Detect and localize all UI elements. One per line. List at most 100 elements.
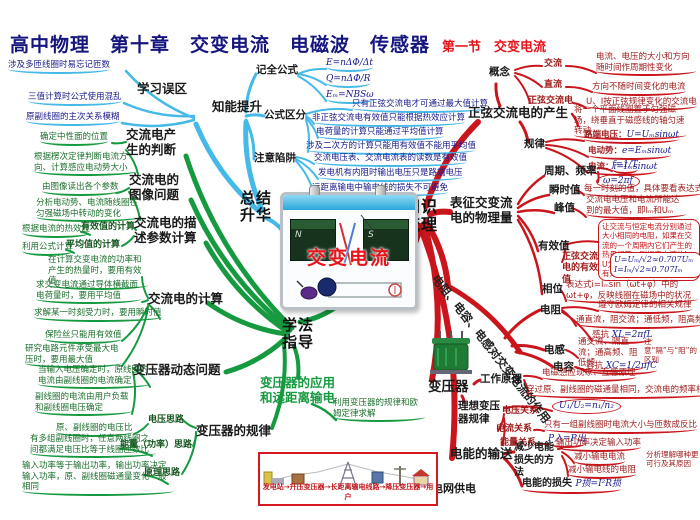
branch-curve (561, 455, 569, 477)
magnet-face (364, 220, 408, 229)
branch-curve (295, 158, 319, 180)
concept-value: 电流、电压的大小和方向随时间作周期性变化 (596, 52, 696, 77)
transmission-illustration (263, 461, 430, 487)
quantity-key: 有效值 (538, 240, 570, 252)
branch-curve (181, 435, 197, 475)
desc-key: 平均值的计算 (66, 240, 121, 250)
concept-key: 正弦交流电 (528, 96, 574, 106)
branch-curve (244, 113, 266, 118)
transformer-key: 工作原理 (480, 373, 522, 385)
branch-curve (561, 451, 575, 464)
branch-curve (565, 349, 579, 359)
rule-key: 电压思路 (148, 415, 185, 425)
label-desc: 交流电的描述参数计算 (134, 215, 197, 245)
branch-curve (545, 138, 585, 143)
branch-curve (516, 174, 546, 206)
label-distinguish: 公式区分 (264, 109, 306, 121)
transmission-note: 分析理解哪种更可行及其原因 (646, 450, 699, 468)
dynamic-item: 当输入电压确定时，原线圈的电流由副线圈的电流确定 (38, 365, 150, 390)
trap-item: 交流电压表、交流电流表的读数是有效值 (314, 153, 468, 167)
branch-curve (502, 456, 524, 488)
branch-curve (472, 378, 482, 386)
concept-key: 交流 (544, 59, 563, 69)
distinguish-item: 电荷量的计算只能通过平均值计算 (316, 127, 444, 141)
branch-curve (297, 67, 327, 75)
law-formula: U=Uₘsinωt (626, 130, 679, 140)
transmission-key: 减少电能损失的方法 (514, 442, 554, 478)
desc-key: 有效值的计算 (81, 222, 136, 232)
formula-item: E=nΔΦ/Δt (326, 58, 373, 73)
branch-curve (124, 69, 196, 120)
desc-value: 根据电流的热效应 (22, 224, 91, 238)
concept-key: 直流 (544, 80, 563, 90)
branch-curve (305, 107, 353, 115)
error-item: 涉及多匝线圈时易忘记匝数 (8, 60, 111, 74)
ideal-key: 电压关系 (502, 406, 539, 416)
rule-value: 输入功率等于输出功率，输出功率决定输入功率，原、副线圈磁通量变化一般相同 (22, 461, 174, 496)
branch-curve (203, 240, 291, 335)
rlc-item: 通直流，阻交流；通低频，阻高频 (576, 315, 700, 329)
branch-curve (545, 147, 589, 174)
branch-curve (183, 153, 295, 331)
distinguish-item: 非正弦交流电有效值只能根据热效应计算 (312, 113, 466, 127)
quantity-key: 周期、频率 (544, 165, 597, 177)
branch-curve (561, 306, 599, 312)
branch-curve (516, 214, 540, 253)
magnet-face (291, 220, 335, 229)
judge-item: 根据楞次定律判断电流方向、计算感应电动势大小 (34, 152, 138, 177)
error-item: 原副线圈的主次关系模糊 (26, 112, 120, 126)
branch-curve (533, 428, 545, 432)
magnet-s-label: S (368, 230, 374, 240)
rlc-note: 注意“隔”与“阻”的区别 (644, 337, 698, 364)
rms-formula-box: U=Uₘ/√2≈0.707Uₘ I=Iₘ/√2≈0.707Iₘ (610, 252, 700, 278)
label-transformer: 变压器 (428, 379, 469, 395)
branch-curve (423, 219, 451, 289)
branch-curve (561, 248, 567, 263)
ideal-key: 电流关系 (496, 424, 533, 434)
branch-curve (122, 101, 196, 118)
trap-item: 发电机有内阻时输出电压只是路端电压 (318, 168, 463, 182)
quantity-key: 相位 (542, 283, 563, 295)
label-errors: 学习误区 (137, 81, 188, 96)
transformer-icon (430, 331, 472, 374)
graph-item: 分析电动势、电流随线圈在匀强磁场中转动的变化 (36, 198, 140, 223)
rule-key: 能量（功率）思路 (120, 440, 193, 450)
branch-curve (545, 144, 589, 158)
branch-curve (445, 283, 523, 355)
branch-curve (133, 423, 149, 435)
transformer-item: 穿过原、副线圈的磁通量相同，交流电的频率相同 (526, 385, 700, 399)
transmission-picture: 发电站→升压变压器→长距离输电线路→降压变压器→用户 (258, 452, 438, 506)
branch-curve (514, 75, 531, 104)
branch-curve (516, 209, 556, 215)
branch-curve (571, 207, 587, 218)
label-produce: 正弦交流电的产生 (468, 105, 569, 120)
branch-curve (193, 121, 263, 215)
concept-value: 方向不随时间变化的电流 (592, 82, 686, 96)
branch-curve (297, 73, 327, 86)
label-improve: 知能提升 (212, 99, 263, 114)
inductive-reactance-key: 感抗 (592, 330, 612, 340)
ideal-key: 能量关系 (500, 438, 537, 448)
branch-curve (494, 82, 502, 108)
label-apply: 变压器的应用和远距离输电 (260, 375, 336, 405)
label-rule: 变压器的规律 (196, 423, 272, 438)
branch-curve (565, 64, 597, 74)
branch-curve (501, 417, 506, 446)
hub-method: 学法指导 (282, 316, 315, 351)
label-law: 规律 (524, 138, 545, 150)
law-key: 电动势： (588, 146, 623, 156)
quantity-key: 峰值 (554, 202, 575, 214)
transformer-item: 电磁感应现象、互感原理 (542, 368, 636, 382)
capacitive-reactance-formula: XC=1/2πfC (605, 361, 657, 371)
branch-curve (297, 75, 327, 102)
branch-curve (497, 413, 505, 432)
distinguish-item: 只有正弦交流电才可通过最大值计算 (352, 99, 489, 113)
current-relation-value: 只有一组副线圈时电流大小与匝数成反比 (544, 420, 698, 434)
inductive-reactance-formula: XL=2πfL (611, 330, 653, 340)
branch-curve (141, 299, 149, 303)
branch-curve (523, 374, 543, 380)
central-caption: 交变电流 (306, 247, 391, 269)
branch-curve (244, 72, 258, 114)
